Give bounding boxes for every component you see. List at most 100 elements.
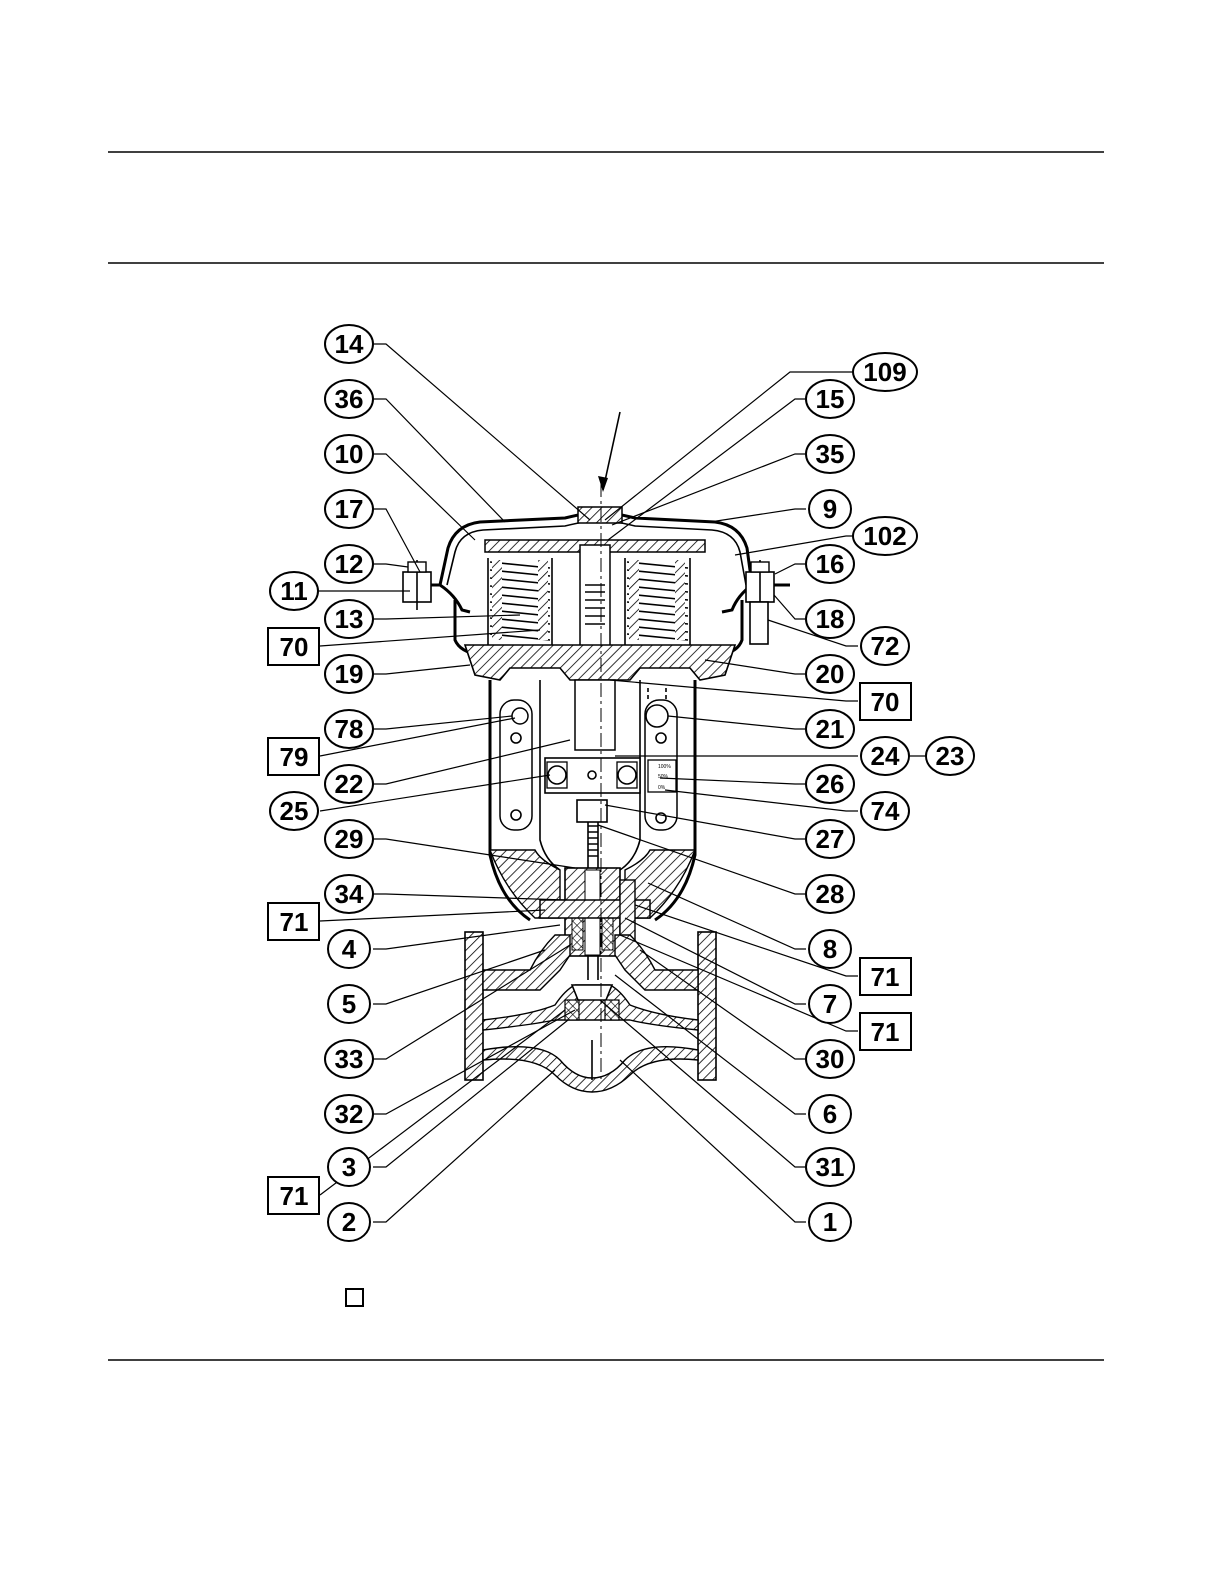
callout-4: 4 [328, 930, 370, 968]
legend-square [346, 1289, 363, 1306]
right-bolt [746, 560, 774, 644]
svg-text:7: 7 [823, 989, 837, 1019]
callout-72: 72 [861, 627, 909, 665]
svg-text:11: 11 [280, 576, 308, 606]
callout-11: 11 [270, 572, 318, 610]
svg-text:36: 36 [335, 384, 364, 414]
callout-22: 22 [325, 765, 373, 803]
svg-text:71: 71 [280, 907, 309, 937]
svg-text:16: 16 [816, 549, 845, 579]
svg-text:33: 33 [335, 1044, 364, 1074]
valve-plug [572, 985, 612, 1000]
callout-16: 16 [806, 545, 854, 583]
svg-text:28: 28 [816, 879, 845, 909]
callout-2: 2 [328, 1203, 370, 1241]
callout-35: 35 [806, 435, 854, 473]
callout-30: 30 [806, 1040, 854, 1078]
svg-text:72: 72 [871, 631, 900, 661]
svg-text:79: 79 [280, 742, 309, 772]
callout-1: 1 [809, 1203, 851, 1241]
callout-71-c: 71 [860, 958, 911, 995]
svg-text:9: 9 [823, 494, 837, 524]
right-spring [625, 558, 690, 645]
yoke-top [465, 645, 735, 680]
callout-70-right: 70 [860, 683, 911, 720]
svg-text:30: 30 [816, 1044, 845, 1074]
svg-text:71: 71 [871, 1017, 900, 1047]
callout-24: 24 [861, 737, 909, 775]
callout-70-left: 70 [268, 628, 319, 665]
valve-drawing: 100% 50% 0% [403, 412, 790, 1092]
callout-34: 34 [325, 875, 373, 913]
callout-31: 31 [806, 1148, 854, 1186]
stem-locknut [577, 800, 607, 822]
svg-text:2: 2 [342, 1207, 356, 1237]
hex-nut [512, 708, 528, 724]
callout-6: 6 [809, 1095, 851, 1133]
callout-74: 74 [861, 792, 909, 830]
callout-71-a: 71 [268, 903, 319, 940]
callout-32: 32 [325, 1095, 373, 1133]
callout-102: 102 [853, 517, 917, 555]
callout-14: 14 [325, 325, 373, 363]
callout-71-d: 71 [860, 1013, 911, 1050]
indicator-100: 100% [658, 764, 671, 770]
callout-23: 23 [926, 737, 974, 775]
indicator-50: 50% [658, 774, 669, 780]
svg-text:21: 21 [816, 714, 845, 744]
svg-text:8: 8 [823, 934, 837, 964]
callout-3: 3 [328, 1148, 370, 1186]
callout-20: 20 [806, 655, 854, 693]
callout-9: 9 [809, 490, 851, 528]
svg-text:3: 3 [342, 1152, 356, 1182]
svg-text:70: 70 [871, 687, 900, 717]
callout-27: 27 [806, 820, 854, 858]
callout-13: 13 [325, 600, 373, 638]
callout-7: 7 [809, 985, 851, 1023]
svg-text:70: 70 [280, 632, 309, 662]
svg-text:22: 22 [335, 769, 364, 799]
callout-36: 36 [325, 380, 373, 418]
svg-text:102: 102 [863, 521, 906, 551]
svg-text:35: 35 [816, 439, 845, 469]
svg-text:17: 17 [335, 494, 364, 524]
callout-8: 8 [809, 930, 851, 968]
svg-text:14: 14 [335, 329, 364, 359]
svg-text:13: 13 [335, 604, 364, 634]
svg-text:5: 5 [342, 989, 356, 1019]
callout-71-b: 71 [268, 1177, 319, 1214]
callout-17: 17 [325, 490, 373, 528]
callout-26: 26 [806, 765, 854, 803]
indicator-0: 0% [658, 785, 666, 791]
callout-78: 78 [325, 710, 373, 748]
svg-text:1: 1 [823, 1207, 837, 1237]
svg-text:6: 6 [823, 1099, 837, 1129]
svg-text:74: 74 [871, 796, 900, 826]
callout-33: 33 [325, 1040, 373, 1078]
callout-21: 21 [806, 710, 854, 748]
svg-text:34: 34 [335, 879, 364, 909]
svg-text:25: 25 [280, 796, 309, 826]
callout-10: 10 [325, 435, 373, 473]
svg-text:71: 71 [280, 1181, 309, 1211]
stem-upper [575, 680, 615, 750]
svg-text:19: 19 [335, 659, 364, 689]
callout-109: 109 [853, 353, 917, 391]
svg-text:32: 32 [335, 1099, 364, 1129]
svg-text:109: 109 [863, 357, 906, 387]
svg-text:26: 26 [816, 769, 845, 799]
callout-19: 19 [325, 655, 373, 693]
svg-text:29: 29 [335, 824, 364, 854]
svg-text:12: 12 [335, 549, 364, 579]
svg-text:15: 15 [816, 384, 845, 414]
svg-text:18: 18 [816, 604, 845, 634]
callout-29: 29 [325, 820, 373, 858]
svg-text:31: 31 [816, 1152, 845, 1182]
callout-15: 15 [806, 380, 854, 418]
svg-text:71: 71 [871, 962, 900, 992]
svg-text:4: 4 [342, 934, 357, 964]
svg-text:10: 10 [335, 439, 364, 469]
svg-text:23: 23 [936, 741, 965, 771]
callout-18: 18 [806, 600, 854, 638]
callout-5: 5 [328, 985, 370, 1023]
